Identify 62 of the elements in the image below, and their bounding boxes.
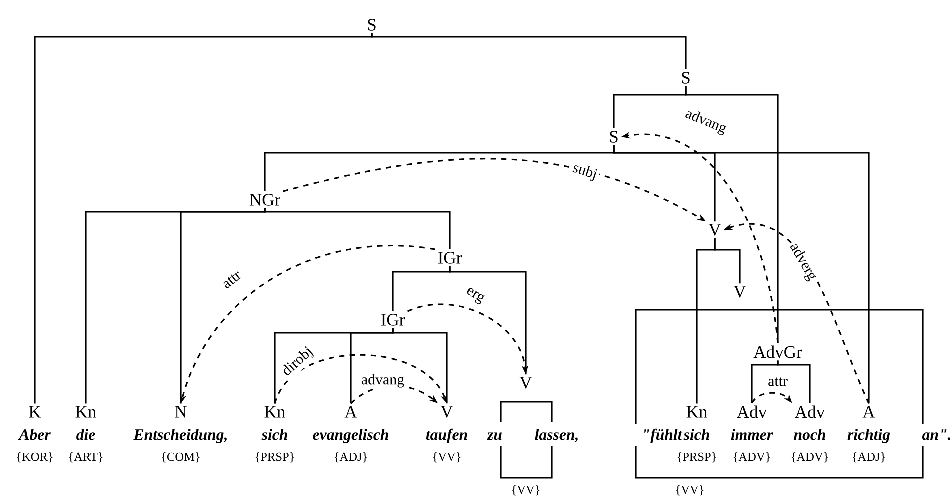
word-text: immer bbox=[731, 429, 774, 440]
tag-text: {ART} bbox=[69, 452, 103, 463]
tree-branch bbox=[685, 86, 779, 344]
category-label: AdvGr bbox=[754, 346, 802, 358]
tag-text: {KOR} bbox=[17, 452, 53, 463]
category-label: A bbox=[344, 406, 358, 418]
tag-text: {VV} bbox=[512, 486, 540, 496]
tree-branch bbox=[777, 360, 811, 404]
edge-label: advang bbox=[360, 372, 406, 390]
word-text: an". bbox=[922, 430, 950, 440]
category-label: N bbox=[175, 406, 187, 418]
tree-branch bbox=[180, 208, 266, 404]
tree-branch bbox=[264, 208, 451, 250]
edge-label: attr bbox=[766, 376, 790, 388]
word-text: sich bbox=[262, 429, 288, 440]
category-label: V bbox=[734, 286, 746, 298]
category-label: Adv bbox=[737, 406, 768, 418]
edge-label: advang bbox=[681, 105, 731, 139]
category-label: Kn bbox=[76, 406, 96, 418]
category-label: IGr bbox=[381, 314, 406, 326]
category-label: S bbox=[610, 131, 618, 143]
tree-branch bbox=[449, 266, 527, 375]
tag-text: {ADJ} bbox=[334, 452, 368, 463]
word-text: taufen bbox=[426, 428, 468, 444]
category-label: IGr bbox=[438, 252, 462, 264]
category-label: Kn bbox=[264, 406, 286, 418]
tag-text: {COM} bbox=[162, 452, 200, 463]
word-text: evangelisch bbox=[313, 429, 388, 444]
edge-label: subj bbox=[568, 160, 602, 184]
category-label: K bbox=[29, 406, 42, 418]
category-label: Kn bbox=[686, 406, 708, 418]
tree-branch bbox=[613, 145, 870, 404]
tag-text: {VV} bbox=[676, 486, 704, 496]
tag-text: {ADV} bbox=[792, 452, 828, 463]
word-text: lassen, bbox=[535, 429, 578, 442]
category-label: NGr bbox=[250, 194, 280, 206]
tag-text: {PRSP} bbox=[678, 452, 716, 463]
tree-branch bbox=[714, 238, 741, 284]
tag-text: {PRSP} bbox=[256, 452, 294, 463]
category-label: Adv bbox=[795, 406, 826, 418]
category-label: S bbox=[368, 19, 376, 31]
tree-branch bbox=[371, 33, 687, 70]
category-label: V bbox=[708, 224, 722, 236]
tag-text: {ADJ} bbox=[852, 452, 886, 463]
dependency-arrow bbox=[274, 354, 448, 404]
word-text: Entscheidung, bbox=[134, 429, 227, 444]
edge-label: erg bbox=[462, 284, 488, 308]
word-text: die bbox=[76, 429, 96, 440]
tag-text: {VV} bbox=[433, 452, 461, 463]
word-text: zu bbox=[487, 432, 502, 440]
category-label: S bbox=[682, 72, 690, 84]
edge-label: attr bbox=[219, 268, 245, 292]
tag-text: {ADV} bbox=[734, 452, 770, 463]
category-label: V bbox=[440, 406, 454, 418]
word-text: sich bbox=[684, 429, 710, 440]
word-text: Aber bbox=[18, 429, 51, 440]
word-text: "fühlt bbox=[644, 428, 683, 444]
word-text: noch bbox=[794, 429, 826, 440]
tree-branch bbox=[392, 328, 448, 404]
category-label: A bbox=[862, 406, 876, 418]
category-label: V bbox=[520, 377, 532, 389]
word-text: richtig bbox=[848, 429, 890, 444]
